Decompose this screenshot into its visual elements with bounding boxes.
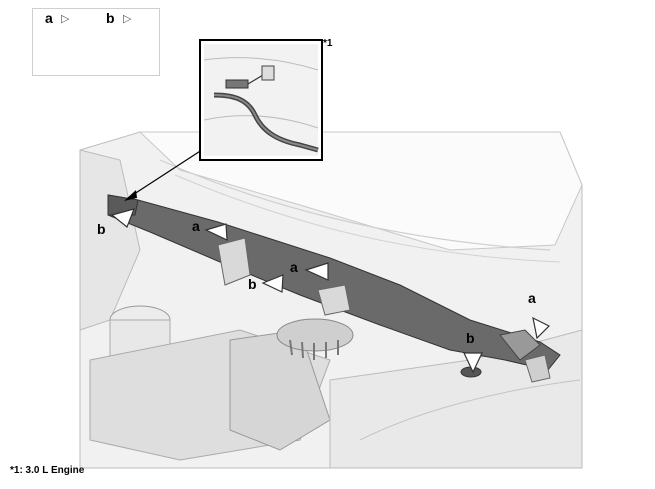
inset-leader-line — [127, 145, 209, 199]
callout-pointers — [110, 208, 551, 374]
pointer-left-b — [110, 208, 135, 228]
pointer-right-a — [532, 316, 551, 340]
legend-arrow-a-icon: ▷ — [61, 13, 70, 25]
inset-leader-arrowhead — [124, 190, 137, 201]
engine-footnote: *1: 3.0 L Engine — [10, 465, 85, 476]
cowl-bracket — [107, 194, 561, 383]
legend-arrow-b-icon: ▷ — [123, 13, 132, 25]
pointer-upper-a — [204, 223, 228, 241]
inset-detail — [199, 39, 323, 161]
pointer-mid-b — [261, 274, 284, 293]
callout-right-b: b — [466, 330, 475, 346]
clip-legend — [32, 8, 160, 76]
pointer-mid-a — [304, 262, 329, 281]
callout-right-a: a — [528, 290, 536, 306]
legend-label-a: a — [45, 10, 53, 26]
callout-left-b: b — [97, 221, 106, 237]
pointer-right-b — [463, 352, 483, 374]
callout-mid-a: a — [290, 259, 298, 275]
legend-label-b: b — [106, 10, 115, 26]
inset-marker: *1 — [323, 38, 333, 49]
callout-mid-b: b — [248, 276, 257, 292]
callout-upper-a: a — [192, 218, 200, 234]
